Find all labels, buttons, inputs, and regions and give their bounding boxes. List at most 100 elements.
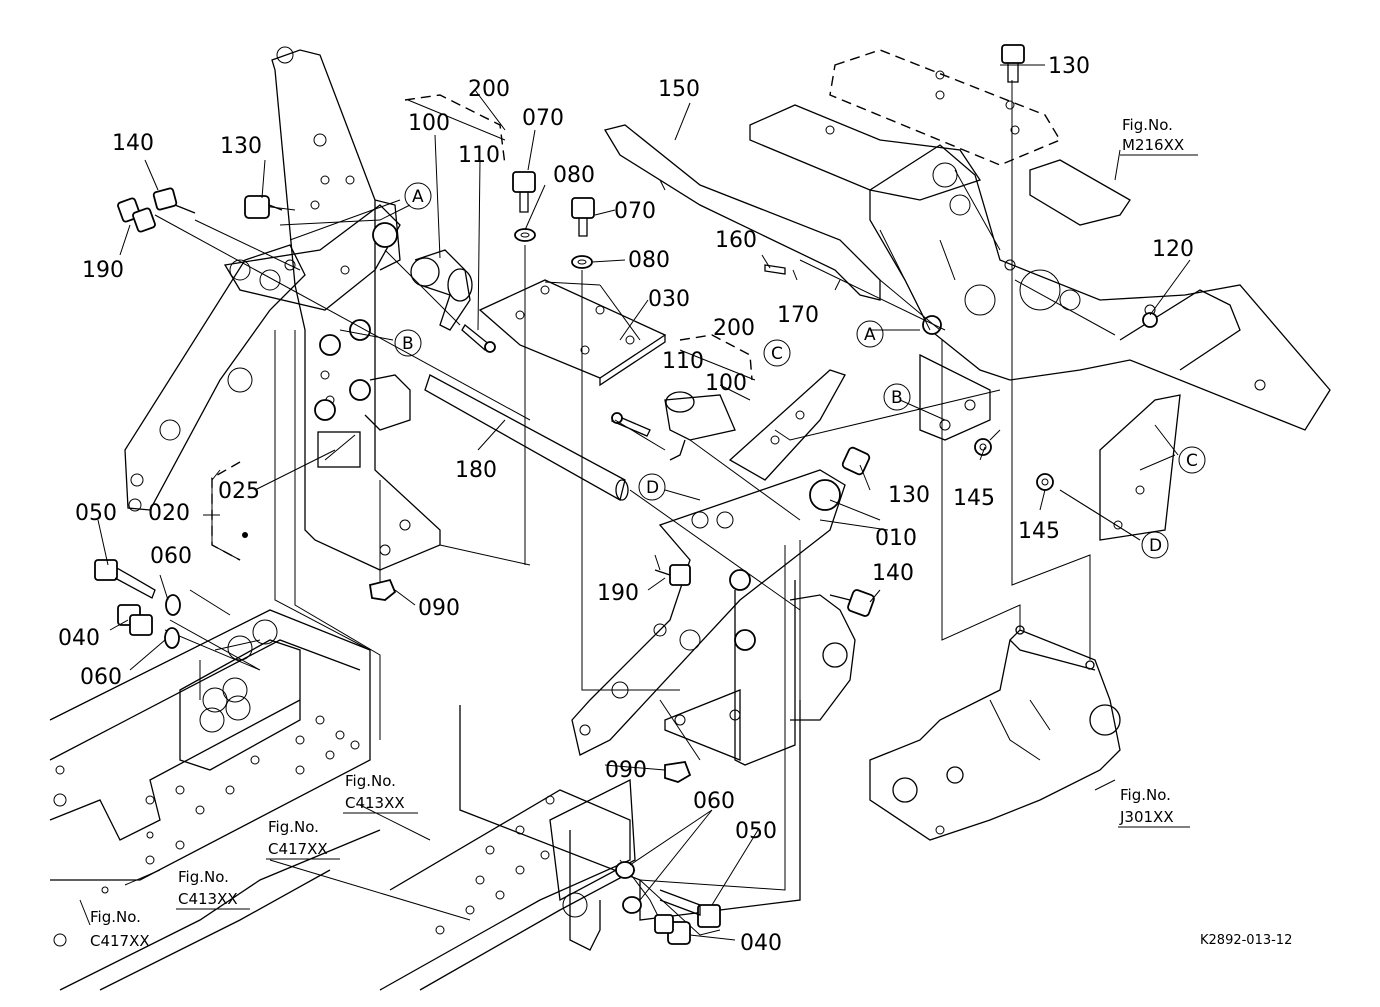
fig-ref-c413-lower: Fig.No. C413XX — [176, 868, 250, 910]
svg-text:Fig.No.: Fig.No. — [268, 818, 319, 836]
svg-text:B: B — [402, 334, 414, 354]
ref-circle-c-right: C — [1178, 446, 1206, 474]
callout-060-left-upper: 060 — [150, 544, 192, 569]
bushing-100-upper — [410, 249, 473, 331]
callout-020: 020 — [148, 501, 190, 526]
svg-text:B: B — [891, 388, 903, 408]
bushing-100-lower — [664, 391, 736, 461]
svg-text:C417XX: C417XX — [268, 840, 328, 858]
fig-ref-c417-lower: Fig.No. C417XX — [90, 908, 150, 950]
svg-text:C: C — [771, 344, 783, 364]
ref-circle-b-left: B — [394, 329, 422, 357]
svg-text:Fig.No.: Fig.No. — [178, 868, 229, 886]
svg-text:Fig.No.: Fig.No. — [345, 772, 396, 790]
bolt-130-top — [1001, 44, 1025, 83]
ref-circle-a-left: A — [404, 182, 432, 210]
svg-text:J301XX: J301XX — [1119, 808, 1174, 826]
frame-rail-left — [49, 609, 381, 991]
callout-170: 170 — [777, 303, 819, 328]
drawing-code: K2892-013-12 — [1200, 933, 1292, 948]
leader-lines — [79, 64, 1191, 941]
bolt-110-lower — [611, 412, 651, 437]
nuts-145 — [974, 438, 1054, 491]
callout-080-upper: 080 — [553, 163, 595, 188]
svg-text:Fig.No.: Fig.No. — [90, 908, 141, 926]
ref-circle-b-right: B — [883, 383, 911, 411]
bolts-050-040-right — [615, 861, 721, 945]
fig-ref-c413-upper: Fig.No. C413XX — [343, 772, 418, 814]
svg-text:A: A — [864, 325, 876, 345]
bolt-140-upper — [152, 187, 196, 214]
svg-text:C413XX: C413XX — [345, 794, 405, 812]
group-bracket-020 — [211, 461, 248, 561]
callout-160: 160 — [715, 228, 757, 253]
right-pedal-bracket — [664, 369, 856, 766]
svg-text:D: D — [1149, 536, 1162, 556]
callout-130-right: 130 — [888, 483, 930, 508]
callout-070-upper: 070 — [522, 106, 564, 131]
callout-030: 030 — [648, 287, 690, 312]
nuts-090 — [368, 578, 692, 783]
bolt-190-lower — [654, 564, 691, 586]
callout-120: 120 — [1152, 237, 1194, 262]
svg-text:C417XX: C417XX — [90, 932, 150, 950]
svg-text:C: C — [1186, 451, 1198, 471]
callout-090-right: 090 — [605, 758, 647, 783]
callout-060-right: 060 — [693, 789, 735, 814]
left-pedal-arm — [124, 204, 401, 512]
callout-145-right: 145 — [1018, 519, 1060, 544]
callout-130-top: 130 — [1048, 54, 1090, 79]
callout-180: 180 — [455, 458, 497, 483]
callout-100-upper: 100 — [408, 111, 450, 136]
callout-110-lower: 110 — [662, 349, 704, 374]
svg-text:D: D — [646, 478, 659, 498]
assembly-lines — [154, 80, 1176, 936]
right-pedal-arm — [571, 469, 846, 756]
bolts-050-040-left — [94, 559, 181, 649]
left-pedal-bracket — [271, 46, 441, 571]
brace-150 — [603, 124, 881, 301]
group-bracket-200 — [404, 94, 753, 381]
callout-040-left: 040 — [58, 626, 100, 651]
bolt-160 — [764, 264, 786, 275]
callout-040-right: 040 — [740, 931, 782, 956]
callout-200-lower: 200 — [713, 316, 755, 341]
callout-110-upper: 110 — [458, 143, 500, 168]
callout-200-upper: 200 — [468, 77, 510, 102]
ref-circle-d-right: D — [1141, 531, 1169, 559]
callout-140-lower: 140 — [872, 561, 914, 586]
callout-080-lower: 080 — [628, 248, 670, 273]
svg-text:A: A — [412, 187, 424, 207]
ref-circle-a-right: A — [856, 320, 884, 348]
callout-070-lower: 070 — [614, 199, 656, 224]
bolt-190-upper — [117, 197, 156, 233]
svg-text:Fig.No.: Fig.No. — [1122, 116, 1173, 134]
ref-circle-c-left: C — [763, 339, 791, 367]
callout-025: 025 — [218, 479, 260, 504]
callout-050-right: 050 — [735, 819, 777, 844]
callout-190-upper: 190 — [82, 258, 124, 283]
ref-circle-d-left: D — [638, 473, 666, 501]
callout-090-left: 090 — [418, 596, 460, 621]
bolt-130-right — [841, 446, 871, 476]
warning-label-025 — [317, 431, 361, 468]
callout-010: 010 — [875, 526, 917, 551]
bolt-130-left — [244, 195, 283, 219]
svg-text:Fig.No.: Fig.No. — [1120, 786, 1171, 804]
bolt-110-upper — [461, 324, 496, 353]
fig-ref-m216: Fig.No. M216XX — [1120, 116, 1198, 156]
callout-130-left: 130 — [220, 134, 262, 159]
bolts-070 — [512, 171, 595, 237]
callout-060-left-lower: 060 — [80, 665, 122, 690]
callout-140-upper: 140 — [112, 131, 154, 156]
transmission-housing — [869, 625, 1121, 841]
callout-150: 150 — [658, 77, 700, 102]
fig-ref-j301: Fig.No. J301XX — [1118, 786, 1190, 828]
upper-support-frame — [749, 49, 1331, 541]
bolt-140-lower — [829, 589, 875, 617]
callout-190-lower: 190 — [597, 581, 639, 606]
callout-145-left: 145 — [953, 486, 995, 511]
washers-080 — [514, 228, 593, 269]
svg-text:C413XX: C413XX — [178, 890, 238, 908]
